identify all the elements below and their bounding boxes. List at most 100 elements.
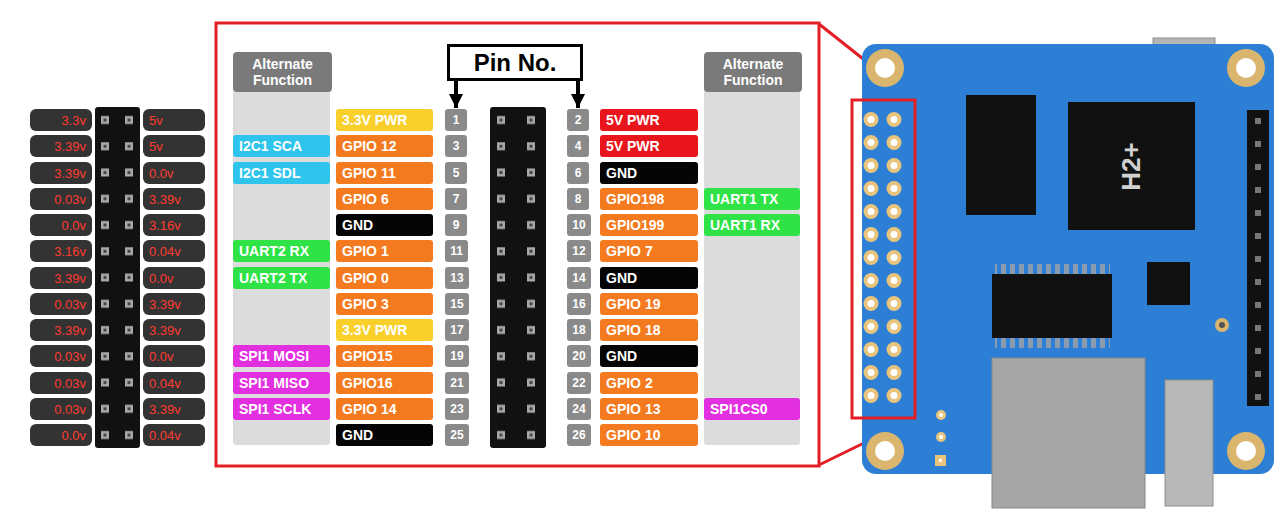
pin-function-label: GPIO 19 bbox=[600, 293, 698, 315]
pin-function-label: GPIO 2 bbox=[600, 372, 698, 394]
label-text: GPIO 11 bbox=[342, 165, 396, 181]
label-text: GPIO 1 bbox=[342, 243, 389, 259]
pin-number: 26 bbox=[567, 424, 591, 446]
pin-function-label: GPIO 13 bbox=[600, 398, 698, 420]
label-text: 3.3V PWR bbox=[342, 322, 407, 338]
pin-function-label: GND bbox=[336, 424, 433, 446]
usb-port bbox=[1165, 380, 1213, 506]
label-text: GPIO 10 bbox=[606, 427, 660, 443]
pin-function-label: GPIO 3 bbox=[336, 293, 433, 315]
label-text: 6 bbox=[575, 166, 582, 180]
pin-number: 3 bbox=[445, 135, 467, 157]
label-text: 3.39v bbox=[149, 402, 181, 417]
pin-function-label: GND bbox=[600, 162, 698, 184]
voltage-reading: 3.3v bbox=[30, 109, 92, 131]
label-text: GND bbox=[606, 270, 637, 286]
pin-number: 2 bbox=[567, 109, 589, 131]
pin-function-label: GPIO198 bbox=[600, 188, 698, 210]
pin-number: 6 bbox=[567, 162, 589, 184]
zoom-marker bbox=[852, 100, 915, 418]
label-text: GND bbox=[606, 348, 637, 364]
label-text: 0.03v bbox=[54, 297, 86, 312]
alt-function-label: UART2 RX bbox=[233, 240, 330, 262]
zoom-frame bbox=[216, 23, 819, 466]
chip bbox=[1147, 262, 1190, 305]
memory-chip bbox=[966, 95, 1036, 215]
label-text: 20 bbox=[572, 349, 585, 363]
label-text: 3.39v bbox=[54, 166, 86, 181]
label-text: 1 bbox=[453, 113, 460, 127]
ethernet-port bbox=[992, 358, 1145, 508]
label-text: GPIO 2 bbox=[606, 375, 653, 391]
pin-number: 19 bbox=[445, 345, 469, 367]
pin-number: 11 bbox=[445, 240, 468, 262]
label-text: 0.0v bbox=[149, 271, 174, 286]
label-text: 3 bbox=[453, 139, 460, 153]
label-text: 23 bbox=[450, 402, 463, 416]
voltage-reading: 3.39v bbox=[143, 188, 205, 210]
pin-function-label: GPIO 7 bbox=[600, 240, 698, 262]
board-header-pins bbox=[859, 108, 905, 407]
label-text: GND bbox=[606, 165, 637, 181]
pad bbox=[1215, 318, 1229, 332]
label-text: 0.0v bbox=[61, 218, 86, 233]
label-text: SPI1 MISO bbox=[239, 375, 309, 391]
voltage-reading: 0.0v bbox=[143, 345, 205, 367]
pin-function-label: GPIO 12 bbox=[336, 135, 433, 157]
voltage-reading: 0.0v bbox=[30, 214, 92, 236]
label-text: 3.3v bbox=[61, 113, 86, 128]
pin-number: 10 bbox=[567, 214, 591, 236]
label-text: GPIO15 bbox=[342, 348, 393, 364]
label-text: 25 bbox=[450, 428, 463, 442]
pin-function-label: GPIO199 bbox=[600, 214, 698, 236]
pin-function-label: GPIO15 bbox=[336, 345, 433, 367]
label-text: GND bbox=[342, 427, 373, 443]
label-text: 3.39v bbox=[54, 323, 86, 338]
label-text: 15 bbox=[450, 297, 463, 311]
pin-number: 9 bbox=[445, 214, 467, 236]
alt-function-label: I2C1 SDL bbox=[233, 162, 330, 184]
pin-number: 1 bbox=[445, 109, 467, 131]
pin-number: 5 bbox=[445, 162, 467, 184]
label-text: SPI1CS0 bbox=[710, 401, 768, 417]
label-text: 12 bbox=[572, 244, 585, 258]
pin-function-label: GPIO 6 bbox=[336, 188, 433, 210]
alt-column bbox=[233, 88, 330, 445]
pin-number: 8 bbox=[567, 188, 589, 210]
alt-function-label: SPI1CS0 bbox=[704, 398, 800, 420]
pin-function-label: GPIO 0 bbox=[336, 267, 433, 289]
label-text: 0.03v bbox=[54, 349, 86, 364]
pin-function-label: GND bbox=[336, 214, 433, 236]
voltage-reading: 5v bbox=[143, 109, 205, 131]
label-text: SPI1 SCLK bbox=[239, 401, 311, 417]
label-text: 8 bbox=[575, 192, 582, 206]
label-text: UART1 TX bbox=[710, 191, 778, 207]
voltage-reading: 0.0v bbox=[143, 162, 205, 184]
label-text: GPIO 18 bbox=[606, 322, 660, 338]
label-text: 14 bbox=[572, 271, 585, 285]
label-text: 24 bbox=[572, 402, 585, 416]
voltage-reading: 0.03v bbox=[30, 372, 92, 394]
label-text: I2C1 SCA bbox=[239, 138, 302, 154]
alt-function-label: UART1 TX bbox=[704, 188, 800, 210]
alt-function-label: SPI1 MISO bbox=[233, 372, 330, 394]
label-text: 21 bbox=[450, 376, 463, 390]
label-text: 5V PWR bbox=[606, 138, 660, 154]
pin-function-label: 5V PWR bbox=[600, 135, 698, 157]
label-text: 3.39v bbox=[54, 139, 86, 154]
label-text: 0.0v bbox=[61, 428, 86, 443]
label-text: 5V PWR bbox=[606, 112, 660, 128]
pointer-arrow bbox=[576, 81, 580, 108]
label-text: GPIO199 bbox=[606, 217, 664, 233]
label-text: 0.0v bbox=[149, 166, 174, 181]
label-text: 0.04v bbox=[149, 428, 181, 443]
voltage-reading: 3.39v bbox=[30, 319, 92, 341]
pin-number: 4 bbox=[567, 135, 589, 157]
header-box: Alternate Function bbox=[233, 52, 332, 92]
voltage-reading: 3.39v bbox=[143, 319, 205, 341]
soc-chip: H2+ bbox=[1068, 102, 1195, 230]
label-text: 0.03v bbox=[54, 376, 86, 391]
label-text: 0.0v bbox=[149, 349, 174, 364]
label-text: UART1 RX bbox=[710, 217, 780, 233]
label-text: 2 bbox=[575, 113, 582, 127]
